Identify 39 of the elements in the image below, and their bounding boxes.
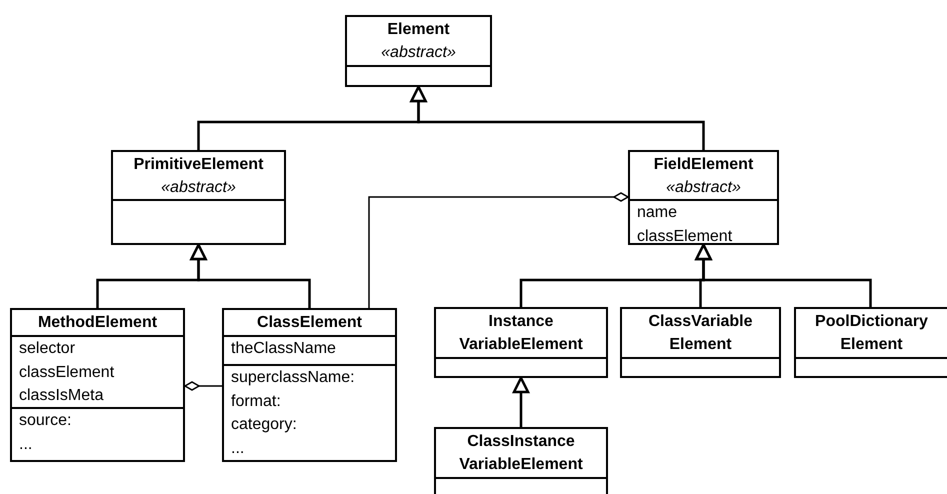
- class-name: ClassElement: [256, 313, 363, 333]
- attribute: category:: [230, 415, 297, 435]
- attribute: source:: [18, 411, 72, 431]
- class-name: Instance VariableElement: [458, 312, 584, 355]
- generalization-arrow: [512, 376, 530, 427]
- attribute: format:: [230, 392, 281, 412]
- attribute: ...: [18, 434, 32, 454]
- class-box: [434, 307, 608, 378]
- class-name: PoolDictionary Element: [814, 312, 929, 355]
- attribute: selector: [18, 339, 76, 359]
- class-name: Element: [386, 20, 451, 40]
- attribute: name: [636, 203, 678, 223]
- class-name: ClassInstance VariableElement: [458, 432, 584, 475]
- attribute: classIsMeta: [18, 386, 104, 406]
- class-box: [434, 427, 608, 494]
- class-name: ClassVariable Element: [647, 312, 754, 355]
- class-box: [222, 308, 397, 462]
- attribute: theClassName: [230, 339, 336, 359]
- class-box: [620, 307, 781, 378]
- aggregation-line: [184, 381, 222, 391]
- class-name: PrimitiveElement: [132, 154, 264, 174]
- attribute: classElement: [18, 362, 114, 382]
- stereotype: «abstract»: [160, 178, 237, 198]
- generalization-arrow: [695, 244, 872, 307]
- class-name: MethodElement: [36, 313, 158, 333]
- attribute: ...: [230, 438, 244, 458]
- class-box: [794, 307, 947, 378]
- attribute: classElement: [636, 226, 732, 246]
- class-box: [345, 15, 492, 87]
- aggregation-line: [368, 192, 629, 308]
- stereotype: «abstract»: [380, 43, 457, 63]
- class-box: [111, 150, 286, 245]
- class-name: FieldElement: [652, 154, 754, 174]
- class-box: [10, 308, 185, 462]
- class-box: [628, 150, 779, 245]
- generalization-arrow: [190, 244, 311, 308]
- generalization-arrow: [410, 86, 705, 150]
- stereotype: «abstract»: [665, 178, 742, 198]
- attribute: superclassName:: [230, 368, 355, 388]
